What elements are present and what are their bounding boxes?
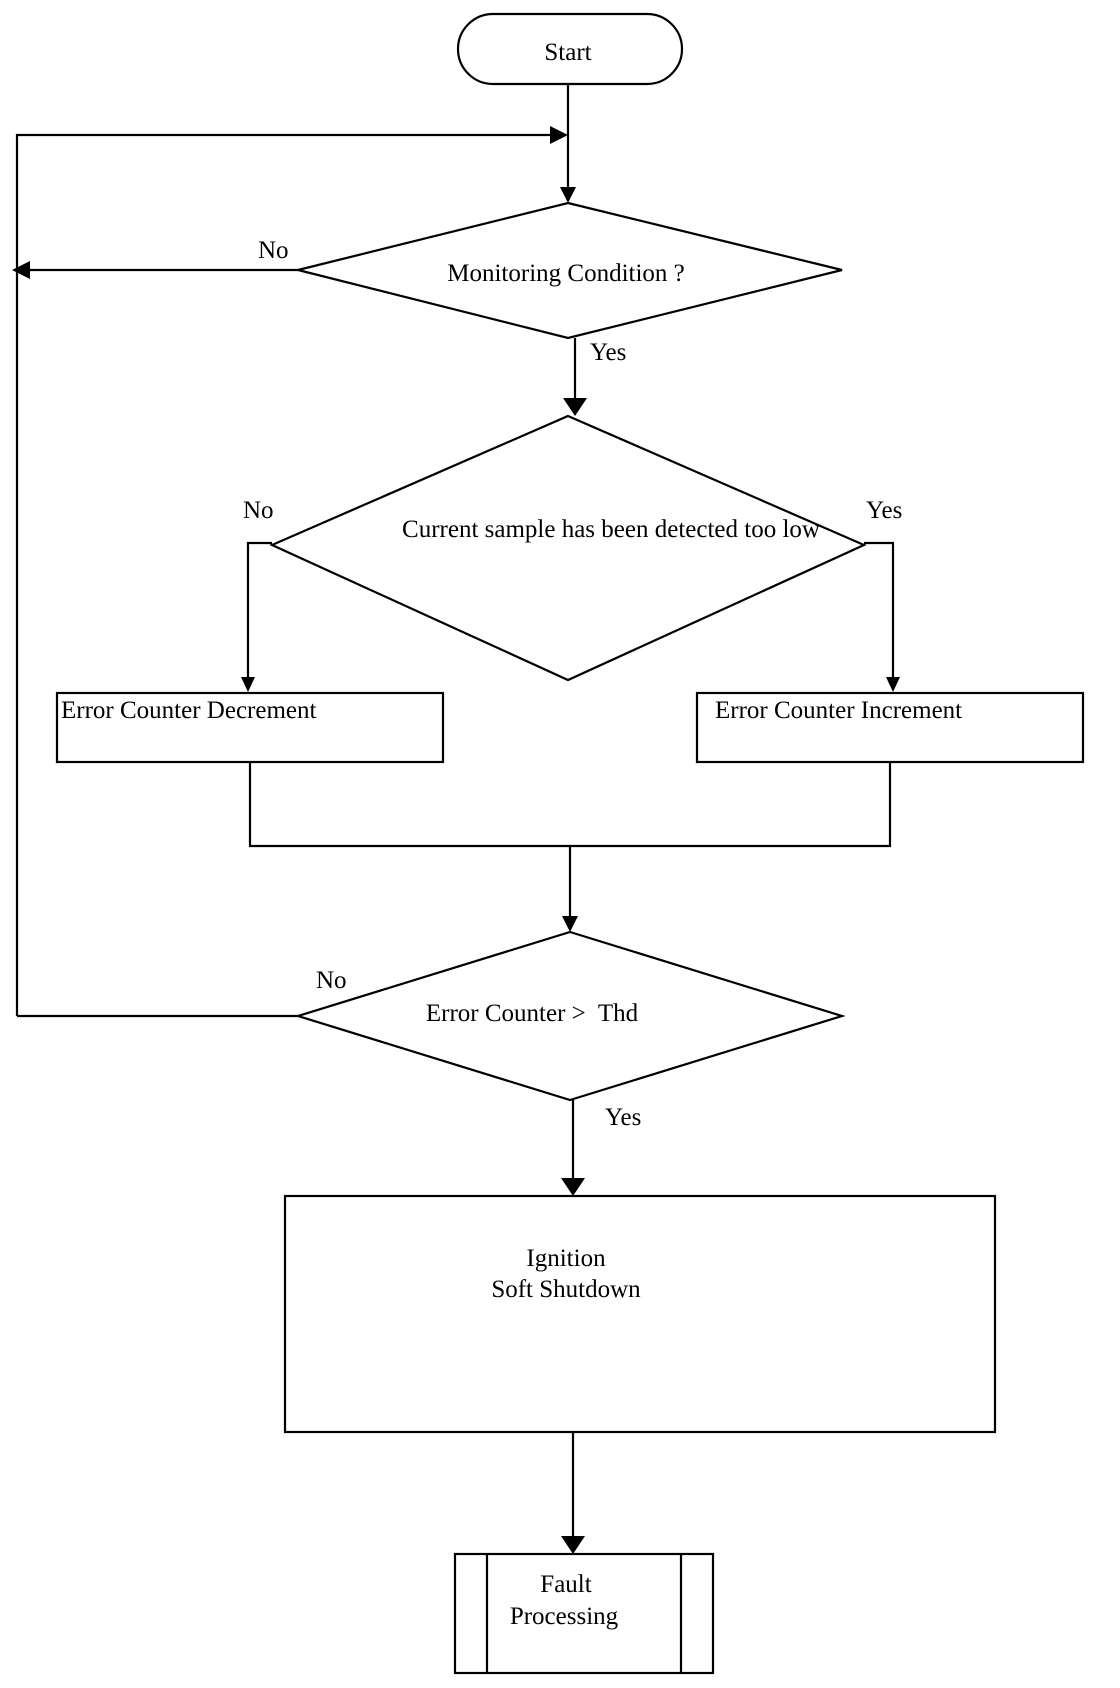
connectors bbox=[12, 84, 900, 1554]
start-terminator bbox=[456, 12, 684, 86]
edge-loop-back bbox=[15, 133, 560, 1016]
arrowhead bbox=[561, 1178, 585, 1196]
ignition-label: Ignition bbox=[526, 1245, 606, 1272]
arrowhead bbox=[562, 916, 578, 932]
fault-label: Fault bbox=[540, 1571, 591, 1598]
arrowhead bbox=[560, 187, 576, 203]
error-counter-threshold-decision bbox=[294, 930, 846, 1102]
start-label: Start bbox=[544, 39, 591, 66]
arrowhead bbox=[561, 1536, 585, 1554]
edge-labels: No Yes No Yes No Yes bbox=[243, 237, 902, 1131]
counter-no-label: No bbox=[316, 967, 347, 994]
processing-label: Processing bbox=[510, 1603, 619, 1630]
node-labels: Start Monitoring Condition ? Current sam… bbox=[61, 39, 962, 1630]
error-counter-decrement-box bbox=[55, 691, 445, 764]
current-sample-decision bbox=[269, 414, 867, 682]
arrowhead bbox=[886, 677, 900, 692]
fault-processing-predefined-process bbox=[453, 1552, 715, 1675]
shapes bbox=[55, 12, 1085, 1675]
sample-yes-label: Yes bbox=[866, 497, 902, 524]
monitoring-no-label: No bbox=[258, 237, 289, 264]
error-counter-threshold-label: Error Counter > Thd bbox=[426, 1000, 639, 1027]
edge-sample-no bbox=[246, 541, 272, 680]
arrowhead bbox=[550, 126, 568, 144]
monitoring-yes-label: Yes bbox=[590, 339, 626, 366]
soft-shutdown-label: Soft Shutdown bbox=[491, 1276, 641, 1303]
error-counter-increment-box bbox=[695, 691, 1085, 764]
error-counter-increment-label: Error Counter Increment bbox=[715, 697, 962, 724]
arrowhead bbox=[241, 677, 255, 692]
monitoring-condition-label: Monitoring Condition ? bbox=[447, 260, 685, 287]
edge-merge bbox=[248, 762, 892, 848]
sample-no-label: No bbox=[243, 497, 274, 524]
edge-sample-yes bbox=[864, 541, 895, 680]
monitoring-condition-decision bbox=[297, 201, 843, 340]
ignition-soft-shutdown-box bbox=[283, 1194, 997, 1434]
arrowhead bbox=[563, 398, 587, 416]
error-counter-decrement-label: Error Counter Decrement bbox=[61, 697, 316, 724]
arrowhead bbox=[12, 261, 30, 279]
current-sample-label: Current sample has been detected too low bbox=[402, 516, 820, 543]
counter-yes-label: Yes bbox=[605, 1104, 641, 1131]
